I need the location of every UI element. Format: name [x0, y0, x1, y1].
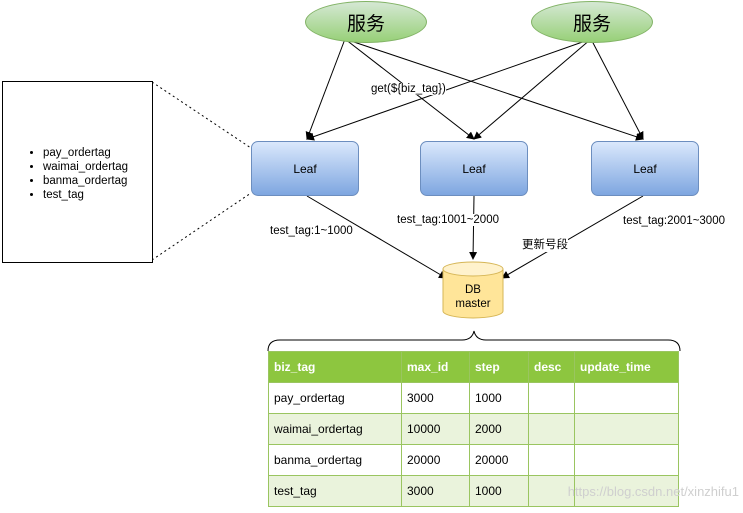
table-cell: waimai_ordertag [268, 413, 402, 445]
table-cell: 3000 [401, 382, 470, 414]
table-cell [574, 413, 679, 445]
db-label: DB master [442, 283, 504, 311]
table-cell: 1000 [469, 382, 529, 414]
biz-tag-list-box: pay_ordertag waimai_ordertag banma_order… [2, 81, 153, 263]
column-header: desc [528, 351, 575, 383]
table-cell: 10000 [401, 413, 470, 445]
leaf-label: Leaf [293, 161, 317, 176]
table-cell [574, 475, 679, 507]
table-cell: test_tag [268, 475, 402, 507]
get-call-label: get(${biz_tag}) [371, 83, 446, 95]
list-item: banma_ordertag [43, 174, 152, 188]
table-cell [574, 444, 679, 476]
service-label: 服务 [346, 12, 385, 35]
list-item: pay_ordertag [43, 146, 152, 160]
table-cell: 2000 [469, 413, 529, 445]
table-row: test_tag 3000 1000 [268, 475, 679, 507]
table-cell [528, 475, 575, 507]
leaf-node-2: Leaf [420, 141, 528, 196]
segment-label-2: test_tag:1001~2000 [397, 214, 499, 226]
column-header: step [469, 351, 529, 383]
column-header: update_time [574, 351, 679, 383]
table-header-row: biz_tag max_id step desc update_time [268, 351, 679, 383]
table-cell [528, 444, 575, 476]
service-label: 服务 [572, 12, 611, 35]
table-cell: banma_ordertag [268, 444, 402, 476]
table-cell: 3000 [401, 475, 470, 507]
leaf-alloc-table: biz_tag max_id step desc update_time pay… [268, 351, 679, 507]
table-cell: 20000 [469, 444, 529, 476]
list-item: test_tag [43, 188, 152, 202]
segment-label-3: test_tag:2001~3000 [623, 215, 725, 227]
list-item: waimai_ordertag [43, 160, 152, 174]
table-cell [574, 382, 679, 414]
db-label-line2: master [455, 298, 491, 310]
watermark: https://blog.csdn.net/xinzhifu1 [567, 484, 739, 499]
column-header: biz_tag [268, 351, 402, 383]
update-segment-label: 更新号段 [522, 236, 568, 252]
table-row: banma_ordertag 20000 20000 [268, 444, 679, 476]
service-node-2: 服务 [531, 1, 653, 43]
table-cell: pay_ordertag [268, 382, 402, 414]
column-header: max_id [401, 351, 470, 383]
table-cell [528, 413, 575, 445]
service-node-1: 服务 [305, 1, 427, 43]
table-cell [528, 382, 575, 414]
leaf-node-3: Leaf [591, 141, 699, 196]
table-row: waimai_ordertag 10000 2000 [268, 413, 679, 445]
leaf-label: Leaf [462, 161, 486, 176]
biz-tag-list: pay_ordertag waimai_ordertag banma_order… [3, 146, 152, 202]
leaf-node-1: Leaf [251, 141, 359, 196]
segment-label-1: test_tag:1~1000 [270, 225, 353, 237]
table-row: pay_ordertag 3000 1000 [268, 382, 679, 414]
db-cylinder-icon [442, 261, 504, 319]
db-label-line1: DB [465, 284, 481, 296]
table-cell: 20000 [401, 444, 470, 476]
table-cell: 1000 [469, 475, 529, 507]
leaf-label: Leaf [633, 161, 657, 176]
